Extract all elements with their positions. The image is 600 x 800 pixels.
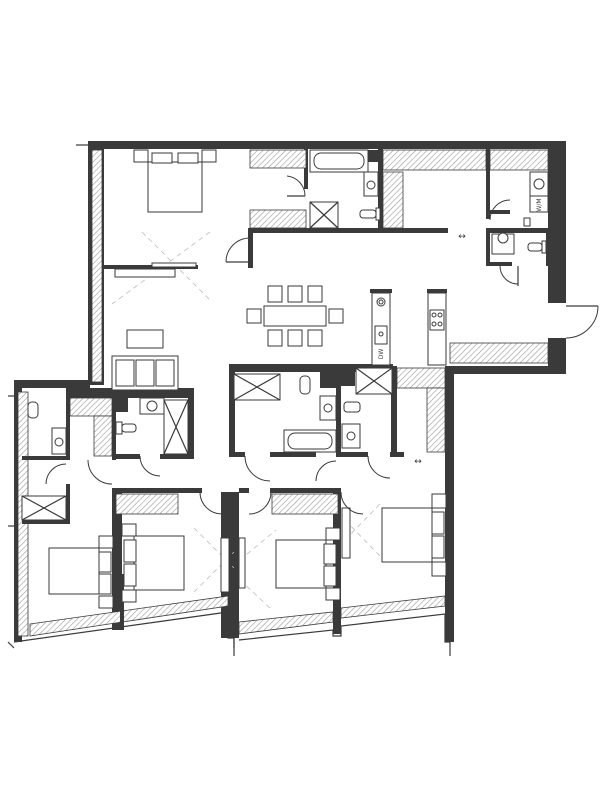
wardrobes: [69, 149, 549, 515]
double-arrow-icon: ↔: [458, 232, 466, 242]
central-bath-left: [233, 370, 337, 453]
entrance-door[interactable]: [565, 305, 599, 339]
master-bath: [309, 149, 381, 229]
washer-label: W/M: [536, 198, 543, 211]
left-bath: [21, 397, 189, 521]
central-bath-right: ↔: [244, 367, 422, 482]
guest-wc: W/M ↔: [458, 171, 549, 286]
bedroom-1: [48, 535, 114, 609]
bedroom-2: [121, 491, 235, 603]
dishwasher-label: DW: [378, 349, 385, 360]
bedroom-4: [340, 491, 447, 577]
master-bedroom: [111, 149, 306, 305]
living-area: [111, 329, 179, 391]
double-arrow-icon: ↔: [414, 457, 422, 467]
bedroom-3: [238, 491, 341, 611]
kitchen: DW: [371, 292, 447, 366]
facade-outline: [7, 144, 451, 656]
dining-area: [246, 285, 344, 347]
